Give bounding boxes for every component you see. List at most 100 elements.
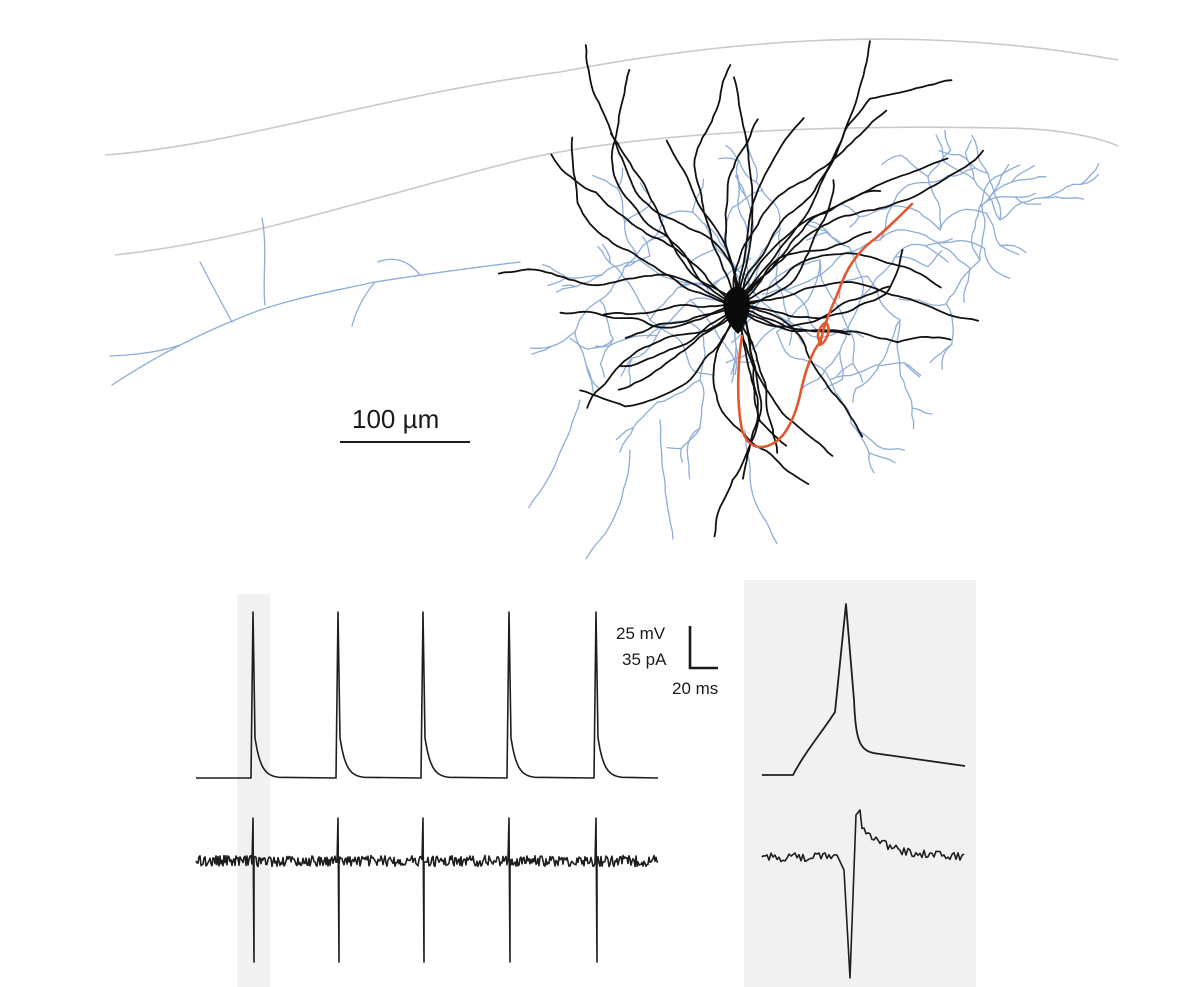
axon-branch (911, 407, 915, 430)
axon-branch (775, 229, 781, 286)
dendrite (595, 191, 732, 301)
axon-branch (944, 129, 952, 152)
membrane-potential-trace (196, 611, 659, 779)
axon-branch (858, 205, 893, 218)
axon-branch (924, 245, 949, 263)
dendrite (747, 306, 864, 438)
axon-branch (738, 160, 758, 183)
axon-branch (691, 178, 705, 213)
axon-branch (751, 262, 761, 284)
axon-branch (985, 212, 1001, 246)
dendrite (739, 314, 834, 457)
axon-branch (987, 172, 1002, 221)
axon-branch (927, 250, 943, 268)
axon-branch (550, 331, 576, 348)
dendrite-branch (550, 153, 597, 194)
axon-branch (999, 244, 1027, 254)
axon-branch (592, 174, 619, 189)
layer-boundary-line (114, 126, 1119, 256)
axon-branch (699, 331, 706, 381)
axon-branch (848, 246, 865, 301)
axon-branch (775, 331, 791, 357)
axon-branch (679, 447, 683, 463)
axon-branch (836, 362, 854, 378)
axon-branch (689, 299, 721, 339)
dendrite-branch (570, 136, 579, 204)
dendrite (744, 231, 872, 301)
dendrite (744, 285, 890, 328)
axon-branch (735, 159, 740, 196)
axon-branch (936, 239, 986, 250)
axon-branch (1041, 196, 1071, 199)
axon-branch (731, 360, 736, 383)
axon-branch (903, 362, 921, 378)
axon-branch (855, 369, 878, 390)
scale-bar-current-label: 35 pA (622, 650, 667, 669)
layer-boundaries (104, 38, 1119, 256)
axon-branch (850, 422, 870, 454)
axon-branch (927, 175, 942, 231)
axon-branch (806, 231, 827, 241)
axon-branch (680, 427, 701, 450)
axon-branch (976, 147, 989, 174)
axon-branch (599, 338, 614, 365)
axon-branch (755, 319, 790, 347)
dendrite (738, 315, 779, 454)
axon-descending-branch (585, 449, 631, 560)
axon-branch (899, 154, 929, 178)
loose-patch-current-trace (195, 817, 659, 963)
axon-branch (891, 205, 941, 231)
dendrite (732, 109, 888, 298)
axon-branch (859, 256, 896, 301)
axon-branch (718, 337, 736, 363)
axon-branch (958, 153, 989, 174)
dendrite-branch (497, 268, 559, 277)
axon-branch (875, 319, 901, 371)
dendrite-branch (765, 449, 810, 485)
inset-spike-current-trace (761, 809, 965, 979)
axon-branch (839, 351, 844, 381)
soma (723, 286, 750, 334)
axon-descending-branch (528, 399, 581, 509)
axon-branch (599, 299, 614, 340)
axon-long-branch (109, 344, 181, 357)
dendrite (618, 310, 731, 368)
axon-branch (687, 457, 691, 480)
axon-branch (1069, 197, 1085, 200)
axon-long-branch (351, 281, 376, 327)
apical-dendrite (665, 139, 739, 299)
axon-branch (973, 178, 1001, 221)
axon-branch (599, 363, 606, 379)
axon-long-branch (111, 261, 521, 386)
axon-long-branch (377, 258, 421, 276)
dendrite (745, 252, 894, 302)
dendrite (602, 304, 729, 316)
axon-branch (656, 379, 701, 403)
dendrite-branch (923, 149, 984, 192)
axon-branch (918, 299, 947, 307)
dendrite-branch (614, 69, 631, 142)
dendrite-branch (884, 249, 904, 296)
axon-branch (935, 134, 945, 163)
axon-branch (849, 216, 860, 228)
axon-branch (562, 284, 578, 288)
axon-branch (894, 243, 926, 258)
axon-branch (585, 364, 600, 390)
axon-branch (632, 401, 658, 429)
dendrite (731, 313, 763, 481)
dendrite (624, 314, 736, 408)
axon-branch (628, 357, 633, 387)
dendrite (741, 313, 759, 480)
axon-branch (1041, 183, 1082, 199)
dendrite (609, 132, 733, 300)
axon-branch (868, 452, 875, 474)
axon-branch (881, 154, 902, 166)
axon-branch (964, 139, 972, 154)
inset-spike-voltage-trace (762, 603, 966, 776)
axon-branch (690, 248, 718, 262)
axon-branch (649, 319, 684, 346)
dendrite (747, 293, 887, 320)
axon-branch (945, 259, 981, 305)
axon-branch (945, 303, 954, 346)
axon-branch (1080, 162, 1100, 186)
